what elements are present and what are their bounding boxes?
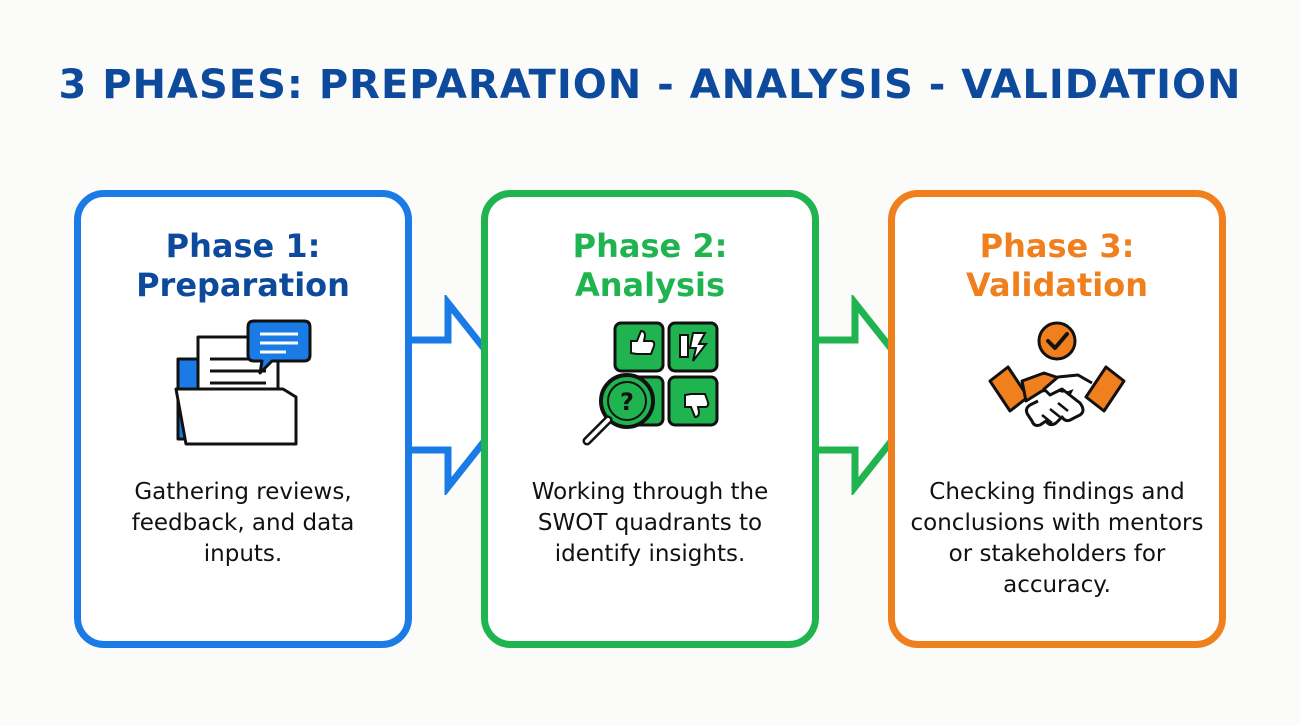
phase-heading: Phase 3: Validation xyxy=(895,227,1219,305)
svg-text:?: ? xyxy=(620,388,634,416)
phase-name: Validation xyxy=(965,266,1149,304)
phase-heading: Phase 2: Analysis xyxy=(488,227,812,305)
page-title: 3 PHASES: PREPARATION - ANALYSIS - VALID… xyxy=(58,62,1242,108)
phase-number: Phase 2: xyxy=(572,227,728,265)
phase-card-analysis: Phase 2: Analysis ? Working through the … xyxy=(481,190,819,648)
phase-description: Working through the SWOT quadrants to id… xyxy=(531,479,769,567)
phase-card-preparation: Phase 1: Preparation Gathering reviews, … xyxy=(74,190,412,648)
phase-number: Phase 3: xyxy=(979,227,1135,265)
swot-magnifier-icon: ? xyxy=(582,321,719,446)
phase-name: Analysis xyxy=(574,266,726,304)
phase-card-validation: Phase 3: Validation Checking findings an… xyxy=(888,190,1226,648)
folder-document-chat-icon xyxy=(174,319,312,446)
phase-heading: Phase 1: Preparation xyxy=(81,227,405,305)
phase-name: Preparation xyxy=(136,266,350,304)
phase-number: Phase 1: xyxy=(165,227,321,265)
phase-description: Gathering reviews, feedback, and data in… xyxy=(131,479,355,567)
handshake-check-icon xyxy=(988,321,1126,427)
phase-description: Checking findings and conclusions with m… xyxy=(910,479,1204,598)
